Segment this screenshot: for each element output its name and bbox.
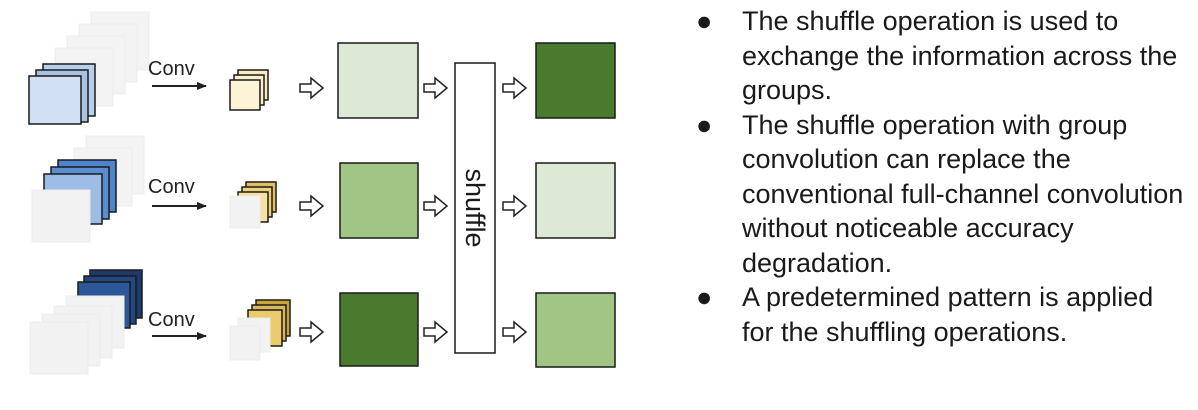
shuffled-output-1 xyxy=(535,42,616,119)
bullet-text-2: The shuffle operation with group convolu… xyxy=(742,109,1184,278)
bullet-icon: ● xyxy=(696,6,713,36)
bullet-text-3: A predetermined pattern is applied for t… xyxy=(742,282,1154,347)
shuffled-output-3 xyxy=(535,292,616,368)
group-conv-output-1 xyxy=(337,42,419,119)
shuffled-output-2 xyxy=(535,162,616,239)
bullet-list: ● The shuffle operation is used to excha… xyxy=(690,4,1190,349)
row-2: Conv xyxy=(31,135,616,243)
hollow-arrow-3a xyxy=(299,320,325,344)
row-1: Conv xyxy=(28,11,616,125)
conv-label-1: Conv xyxy=(148,58,195,80)
feature-stack-2 xyxy=(229,181,277,229)
group-conv-output-2 xyxy=(339,162,419,239)
hollow-arrow-2b xyxy=(423,194,449,218)
input-stack-1 xyxy=(28,11,150,125)
bullet-item-3: ● A predetermined pattern is applied for… xyxy=(690,280,1190,349)
shuffle-box xyxy=(454,62,496,354)
hollow-arrow-1c xyxy=(502,76,528,100)
bullet-item-2: ● The shuffle operation with group convo… xyxy=(690,108,1190,281)
feature-stack-3 xyxy=(229,299,291,361)
hollow-arrow-2c xyxy=(502,194,528,218)
row-3: Conv xyxy=(29,269,616,375)
hollow-arrow-1b xyxy=(423,76,449,100)
bullet-text-1: The shuffle operation is used to exchang… xyxy=(742,6,1178,105)
shuffle-diagram: Conv Conv xyxy=(28,11,616,375)
hollow-arrow-2a xyxy=(299,194,325,218)
input-stack-3 xyxy=(29,269,143,375)
bullet-icon: ● xyxy=(696,282,713,312)
feature-stack-1 xyxy=(229,69,269,111)
conv-label-2: Conv xyxy=(148,176,195,198)
hollow-arrow-3c xyxy=(502,320,528,344)
bullet-icon: ● xyxy=(696,109,713,140)
bullet-item-1: ● The shuffle operation is used to excha… xyxy=(690,4,1190,108)
group-conv-output-3 xyxy=(339,292,419,367)
shuffle-label: shuffle xyxy=(460,168,490,247)
input-stack-2 xyxy=(31,135,145,243)
hollow-arrow-3b xyxy=(423,320,449,344)
hollow-arrow-1a xyxy=(299,76,325,100)
conv-label-3: Conv xyxy=(148,309,195,331)
